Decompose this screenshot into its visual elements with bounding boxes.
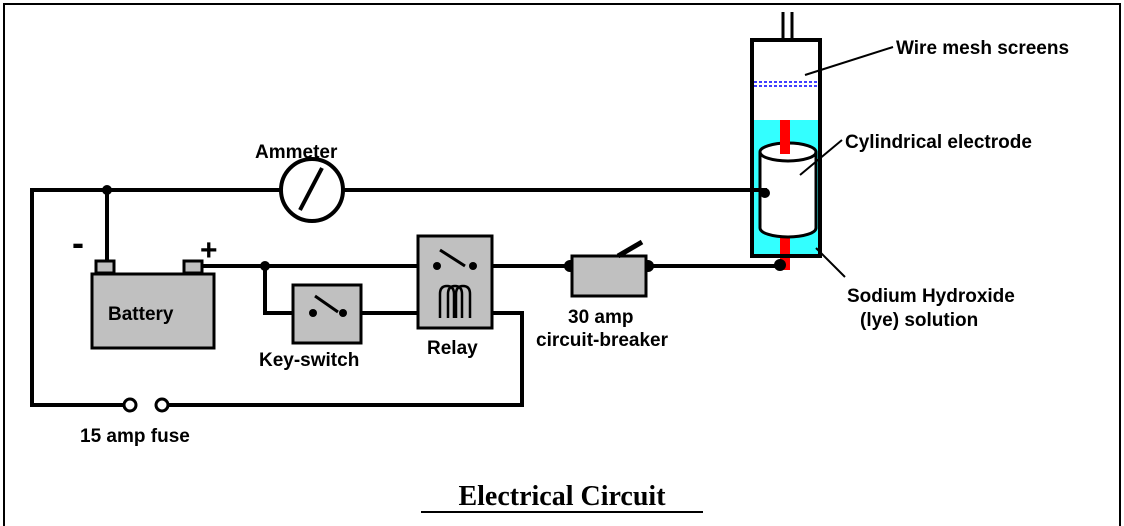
relay-contact-left	[433, 262, 441, 270]
relay-contact-arm	[439, 248, 466, 268]
label-battery: Battery	[108, 304, 174, 325]
electrolysis-cell	[750, 12, 822, 271]
label-fuse: 15 amp fuse	[80, 426, 190, 447]
key-switch	[291, 283, 363, 345]
battery	[90, 259, 216, 350]
label-breaker-line1: 30 amp	[568, 307, 633, 328]
relay-contact-right	[469, 262, 477, 270]
breaker-toggle	[616, 239, 644, 259]
breaker-housing	[570, 254, 648, 298]
label-ammeter: Ammeter	[255, 142, 338, 163]
battery-negative-terminal	[94, 259, 116, 275]
leader-electrode	[799, 139, 843, 176]
label-battery-negative: -	[72, 222, 84, 263]
wire-top-left	[30, 188, 282, 407]
electrode-rod-top	[780, 120, 790, 154]
leader-wire-mesh	[804, 46, 894, 76]
label-solution-line2: (lye) solution	[860, 310, 978, 331]
fuse-contact-left	[122, 397, 138, 413]
ammeter-needle	[298, 167, 324, 211]
junction-positive	[260, 261, 270, 271]
fuse-contact-right	[154, 397, 170, 413]
leader-lines	[799, 46, 894, 278]
label-solution-line1: Sodium Hydroxide	[847, 286, 1015, 307]
key-switch-contact-right	[339, 309, 347, 317]
label-wire-mesh: Wire mesh screens	[896, 38, 1069, 59]
ammeter	[279, 157, 345, 223]
key-switch-lever	[314, 294, 339, 314]
leader-solution	[815, 247, 846, 278]
diagram-frame	[3, 3, 1121, 526]
battery-body	[90, 272, 216, 350]
label-key-switch: Key-switch	[259, 350, 359, 371]
fuse	[122, 397, 170, 413]
diagram-title: Electrical Circuit	[458, 481, 666, 512]
label-battery-positive: +	[200, 234, 218, 267]
label-relay: Relay	[427, 338, 478, 359]
cell-container	[750, 38, 822, 258]
junction-top	[102, 185, 112, 195]
key-switch-housing	[291, 283, 363, 345]
relay-coil	[438, 284, 472, 318]
label-breaker-line2: circuit-breaker	[536, 330, 669, 351]
label-electrode: Cylindrical electrode	[845, 132, 1032, 153]
relay	[416, 234, 494, 330]
key-switch-contact-left	[309, 309, 317, 317]
circuit-breaker	[570, 239, 648, 298]
